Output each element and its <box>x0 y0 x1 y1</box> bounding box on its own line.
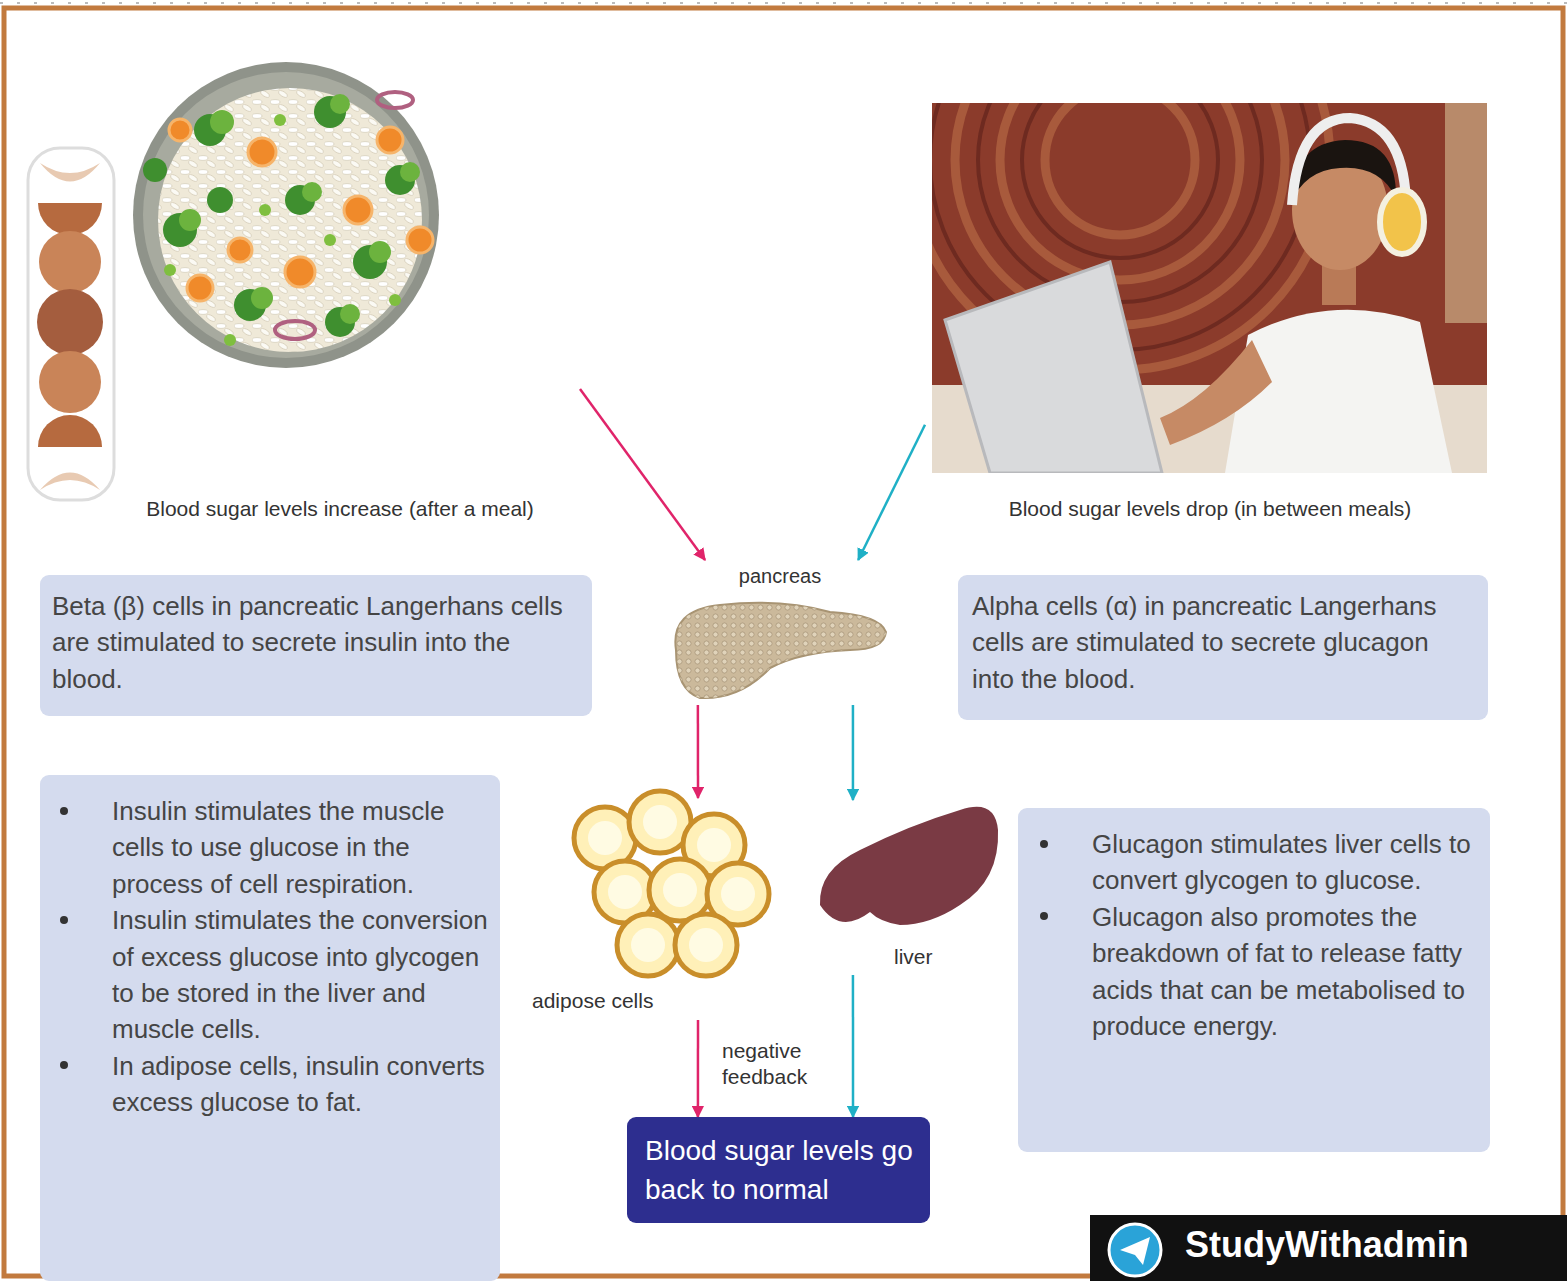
flow-arrow <box>580 389 705 560</box>
bullet-text: Glucagon stimulates liver cells to conve… <box>1092 826 1476 899</box>
between-meals-photo: Blood sugar levels drop (in between meal… <box>925 98 1495 528</box>
feedback-label: negative feedback <box>722 1038 834 1091</box>
caption-text: liver <box>894 944 974 969</box>
box-text: Beta (β) cells in pancreatic Langerhans … <box>52 588 578 697</box>
bullet-text: Insulin stimulates the muscle cells to u… <box>112 793 488 902</box>
bullet-text: In adipose cells, insulin converts exces… <box>112 1048 488 1121</box>
adipose-cells: adipose cells <box>528 798 778 1020</box>
bullet-dot <box>60 807 68 815</box>
flow-arrow <box>697 1020 700 1117</box>
normal-level-box: Blood sugar levels go back to normal <box>627 1117 930 1223</box>
bullet-dot <box>1040 840 1048 848</box>
caption-text: Blood sugar levels increase (after a mea… <box>110 496 570 521</box>
caption-text: Blood sugar levels drop (in between meal… <box>945 496 1475 521</box>
bullet-dot <box>60 916 68 924</box>
flow-arrow <box>852 975 855 1117</box>
box-text: Alpha cells (α) in pancreatic Langerhans… <box>972 588 1474 697</box>
caption-text: adipose cells <box>532 988 692 1013</box>
flow-arrow <box>852 705 855 800</box>
insulin-effects-box: Insulin stimulates the muscle cells to u… <box>40 775 500 1281</box>
box-text: Blood sugar levels go back to normal <box>645 1131 920 1209</box>
bullet-text: Glucagon also promotes the breakdown of … <box>1092 899 1476 1045</box>
flow-arrow <box>697 705 700 798</box>
bullet-dot <box>60 1061 68 1069</box>
bullet-dot <box>1040 912 1048 920</box>
beta-cell-box: Beta (β) cells in pancreatic Langerhans … <box>40 575 592 716</box>
alpha-cell-box: Alpha cells (α) in pancreatic Langerhans… <box>958 575 1488 720</box>
caption-text: pancreas <box>695 564 865 588</box>
pancreas-organ: pancreas <box>665 560 895 705</box>
liver-organ: liver <box>812 800 1007 975</box>
flow-arrow <box>858 425 925 560</box>
glucagon-effects-box: Glucagon stimulates liver cells to conve… <box>1018 808 1490 1152</box>
meal-photo: Blood sugar levels increase (after a mea… <box>100 60 580 530</box>
watermark: StudyWithadmin <box>1185 1222 1555 1267</box>
bullet-text: Insulin stimulates the conversion of exc… <box>112 902 488 1048</box>
